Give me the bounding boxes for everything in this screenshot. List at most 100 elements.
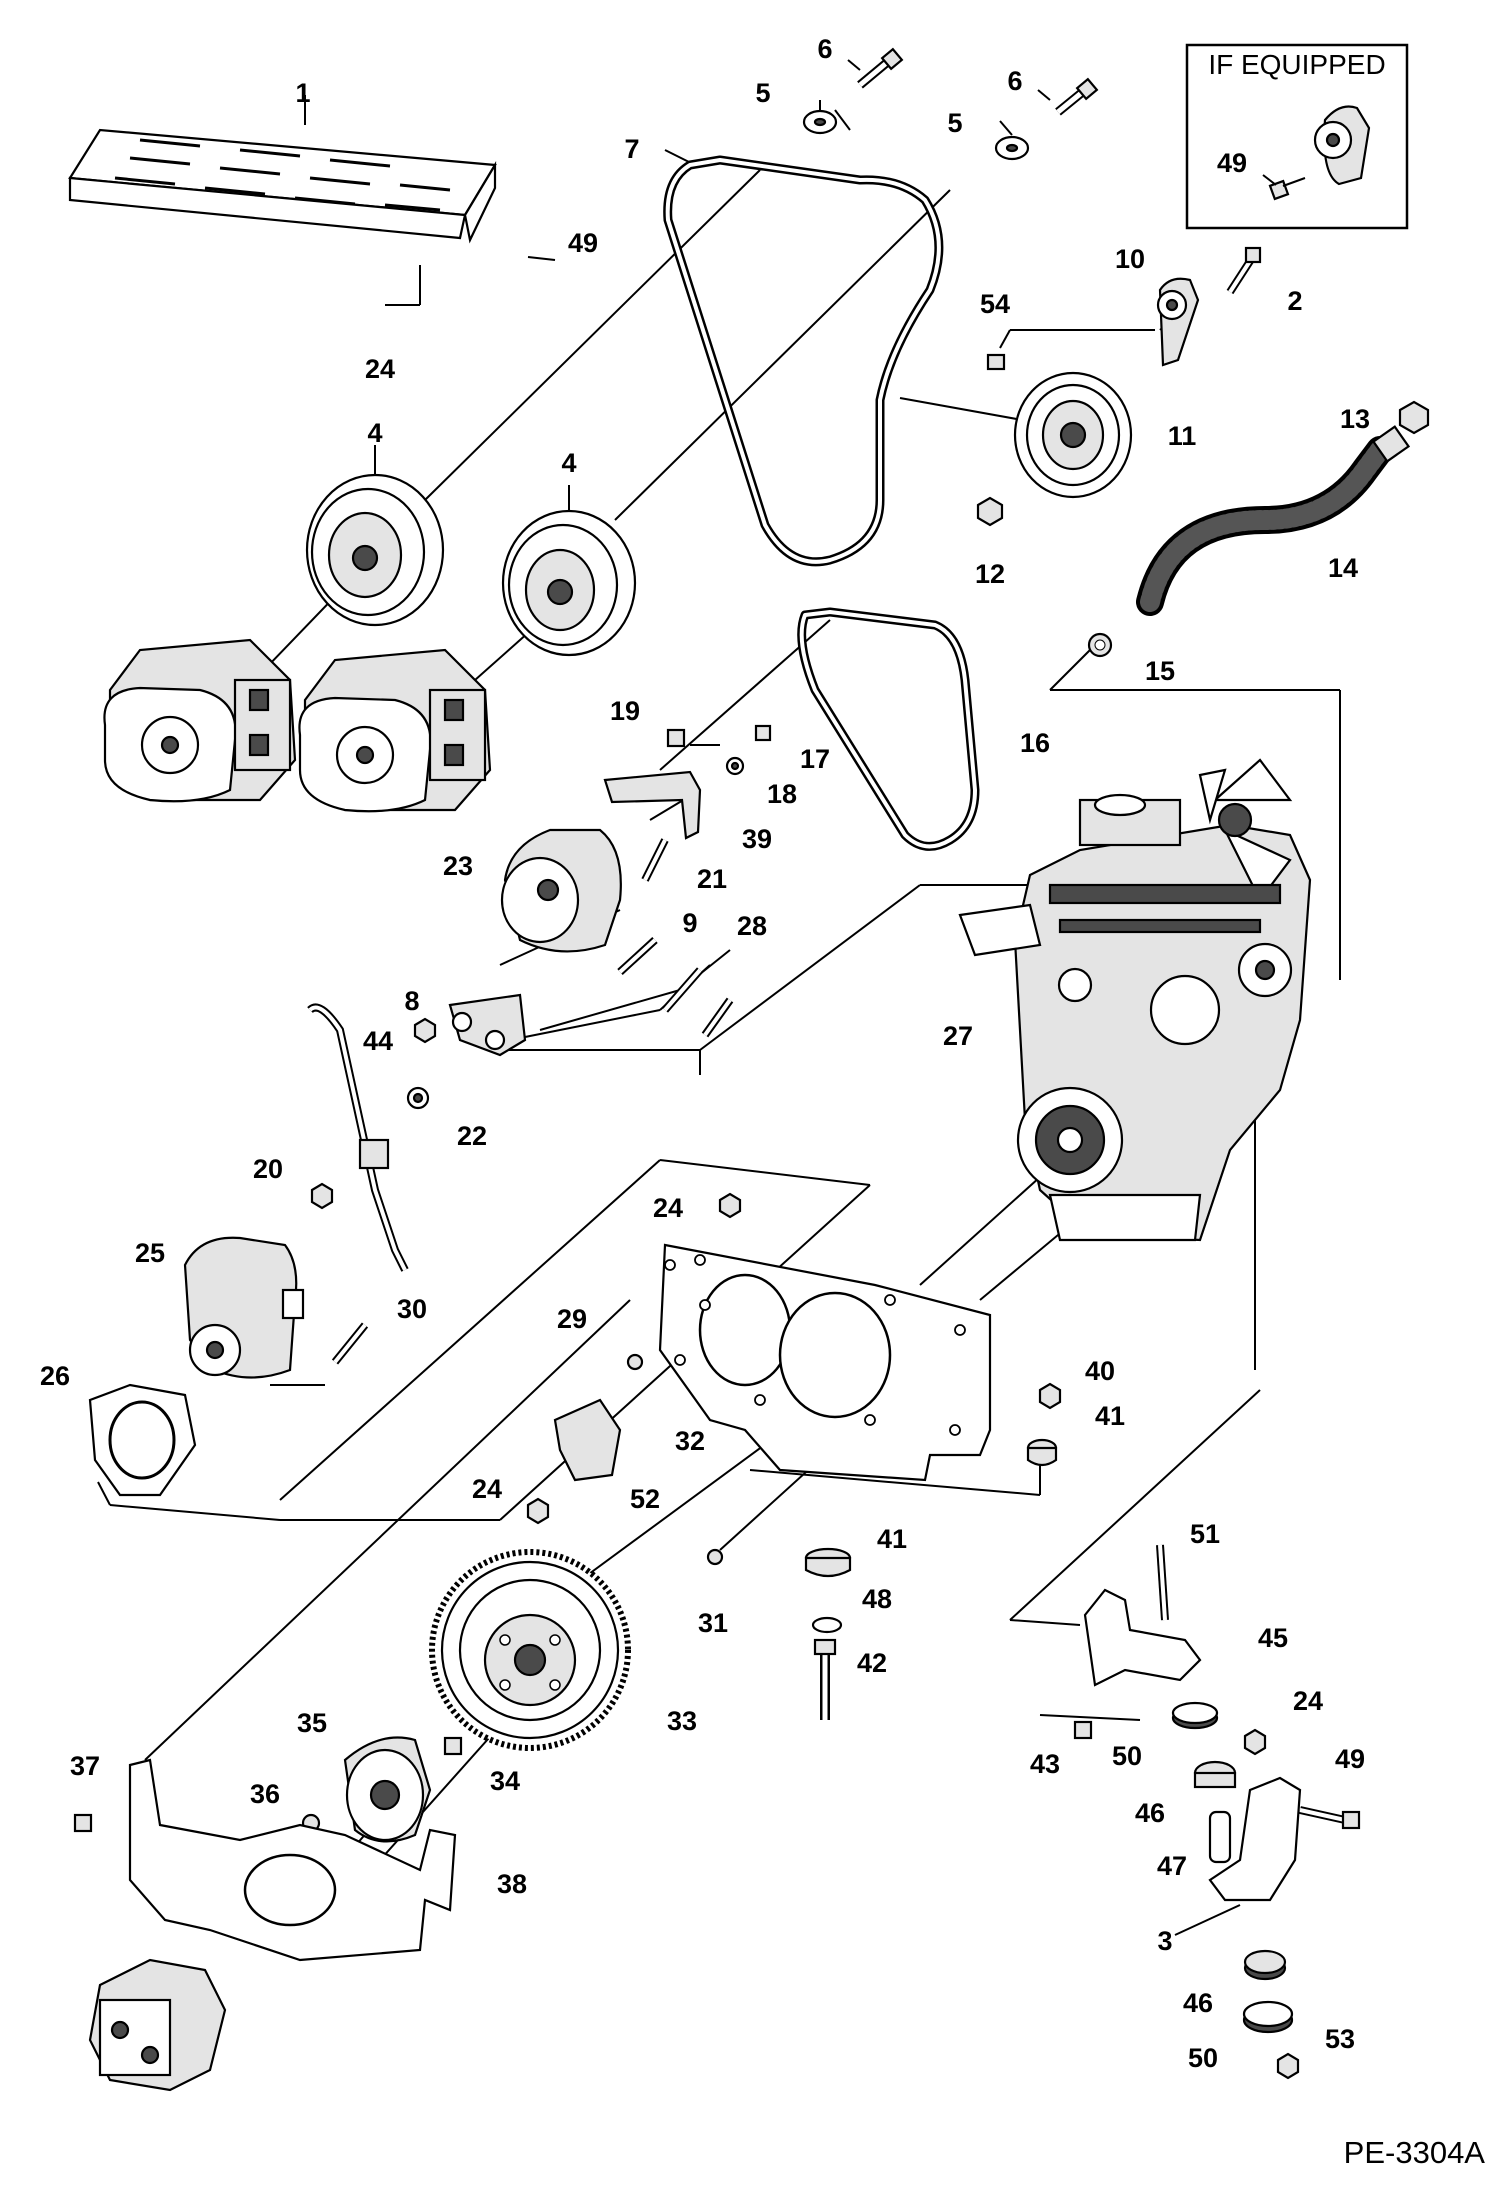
bracket-52 xyxy=(553,1398,622,1482)
alternator-belt xyxy=(797,607,980,851)
callout-32: 32 xyxy=(675,1426,705,1456)
bolt-37 xyxy=(73,1813,93,1833)
callout-13: 13 xyxy=(1340,404,1370,434)
callout-46-lower: 46 xyxy=(1183,1988,1213,2018)
callout-39: 39 xyxy=(742,824,772,854)
callout-38: 38 xyxy=(497,1869,527,1899)
pump-mount-38 xyxy=(128,1758,457,1962)
callout-35: 35 xyxy=(297,1708,327,1738)
starter-25 xyxy=(183,1236,305,1379)
nut-44 xyxy=(413,1017,437,1044)
callout-19: 19 xyxy=(610,696,640,726)
isolator-46-upper xyxy=(1193,1760,1237,1789)
nut-24-starter xyxy=(526,1497,550,1525)
bolt-42 xyxy=(813,1638,837,1720)
callout-8: 8 xyxy=(404,986,419,1016)
callout-20: 20 xyxy=(253,1154,283,1184)
dipstick-20 xyxy=(307,1003,409,1272)
alternator-23 xyxy=(500,828,622,953)
idler-pulley-11 xyxy=(1013,371,1133,499)
callout-41-lower: 41 xyxy=(877,1524,907,1554)
pump-pulley-right xyxy=(501,509,637,657)
washer-5-left xyxy=(802,109,838,135)
callout-4-left: 4 xyxy=(367,418,382,448)
callout-7: 7 xyxy=(624,134,639,164)
belt-guard-cover xyxy=(68,128,497,244)
nut-40 xyxy=(1038,1382,1062,1410)
gasket-26 xyxy=(88,1383,197,1497)
callout-37: 37 xyxy=(70,1751,100,1781)
gear-pump xyxy=(88,1958,227,2092)
callout-17: 17 xyxy=(800,744,830,774)
callout-28: 28 xyxy=(737,911,767,941)
callout-50-upper: 50 xyxy=(1112,1741,1142,1771)
if-equipped-title: IF EQUIPPED xyxy=(1208,49,1385,80)
bolt-21 xyxy=(641,838,669,882)
callout-5-left: 5 xyxy=(755,78,770,108)
pump-pulley-left xyxy=(305,473,445,627)
callout-14: 14 xyxy=(1328,553,1358,583)
hydrostatic-pump-right xyxy=(298,648,492,813)
callout-47: 47 xyxy=(1157,1851,1187,1881)
callout-50-lower: 50 xyxy=(1188,2043,1218,2073)
bolt-43 xyxy=(1073,1720,1093,1740)
bolt-2 xyxy=(1226,246,1262,295)
nut-24-plate xyxy=(718,1192,742,1219)
isolator-50-lower xyxy=(1242,2000,1294,2034)
callout-46-upper: 46 xyxy=(1135,1798,1165,1828)
adapter-plate-32 xyxy=(658,1243,992,1482)
callout-5-right: 5 xyxy=(947,108,962,138)
callout-44: 44 xyxy=(363,1026,393,1056)
nut-24-mount xyxy=(1243,1728,1267,1756)
callout-26: 26 xyxy=(40,1361,70,1391)
callout-40: 40 xyxy=(1085,1356,1115,1386)
bolt-9 xyxy=(617,937,658,975)
mount-41-lower xyxy=(804,1547,852,1578)
callout-22: 22 xyxy=(457,1121,487,1151)
callout-49-mount: 49 xyxy=(1335,1744,1365,1774)
engine-fan xyxy=(1198,758,1293,903)
drawing-code: PE-3304A xyxy=(1344,2135,1486,2170)
callout-33: 33 xyxy=(667,1706,697,1736)
callout-41-upper: 41 xyxy=(1095,1401,1125,1431)
bolt-17 xyxy=(754,724,772,742)
bolt-51 xyxy=(1156,1544,1169,1621)
bolt-30 xyxy=(331,1322,369,1365)
adjust-bracket-8 xyxy=(448,993,527,1057)
callout-30: 30 xyxy=(397,1294,427,1324)
nut-13 xyxy=(1398,400,1430,435)
callout-27: 27 xyxy=(943,1021,973,1051)
flywheel-33 xyxy=(429,1549,631,1751)
sleeve-47 xyxy=(1208,1810,1232,1864)
callout-1: 1 xyxy=(295,78,310,108)
clamp-15 xyxy=(1087,632,1113,658)
callout-6-right: 6 xyxy=(1007,66,1022,96)
bracket-3 xyxy=(1208,1776,1302,1902)
bolt-19 xyxy=(666,728,686,748)
callout-24-cover: 24 xyxy=(365,354,395,384)
callout-45: 45 xyxy=(1258,1623,1288,1653)
bolt-6-right xyxy=(1055,77,1099,116)
callout-54: 54 xyxy=(980,289,1010,319)
engine-flywheel-housing xyxy=(1016,1086,1124,1194)
callout-43: 43 xyxy=(1030,1749,1060,1779)
nut-20 xyxy=(310,1182,334,1210)
callout-31: 31 xyxy=(698,1608,728,1638)
callout-51: 51 xyxy=(1190,1519,1220,1549)
washer-18 xyxy=(725,756,745,776)
callout-11: 11 xyxy=(1168,421,1197,451)
drive-belt xyxy=(663,155,944,567)
callout-36: 36 xyxy=(250,1779,280,1809)
callout-29: 29 xyxy=(557,1304,587,1334)
callout-15: 15 xyxy=(1145,656,1175,686)
bolt-29 xyxy=(626,1353,644,1371)
washer-5-right xyxy=(994,135,1030,161)
callout-42: 42 xyxy=(857,1648,887,1678)
callouts: 1 2 3 4 4 5 5 6 6 7 8 9 10 11 12 13 14 1… xyxy=(40,34,1370,2073)
mount-41-upper xyxy=(1026,1438,1058,1467)
alternator-bracket-39 xyxy=(603,770,702,840)
if-equipped-box: IF EQUIPPED 49 xyxy=(1185,43,1409,230)
callout-48: 48 xyxy=(862,1584,892,1614)
idler-bracket xyxy=(1156,277,1200,367)
